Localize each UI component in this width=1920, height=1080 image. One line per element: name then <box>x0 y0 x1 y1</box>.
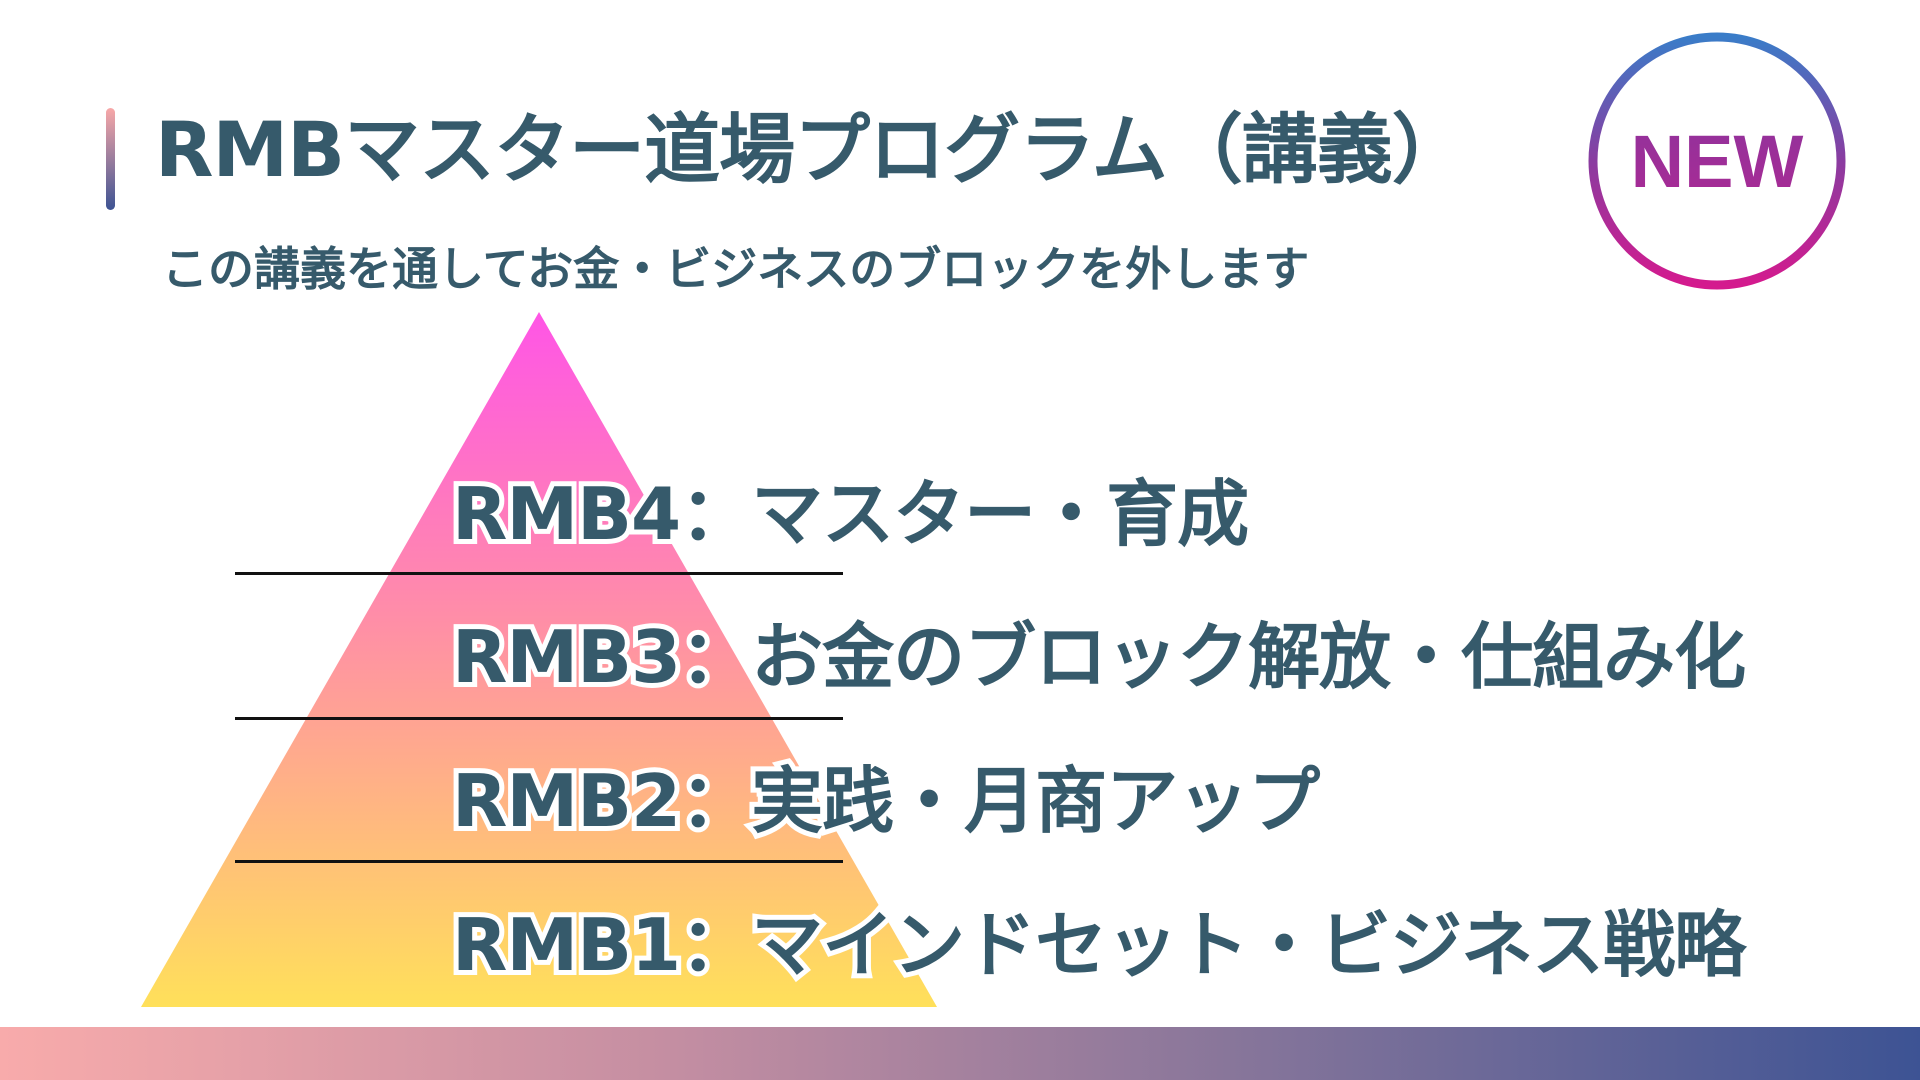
page-subtitle: この講義を通してお金・ビジネスのブロックを外します <box>162 242 1310 296</box>
pyramid-divider <box>235 572 843 575</box>
pyramid-level-4: RMB4：マスター・育成 <box>447 472 1254 556</box>
pyramid-level-1: RMB1：マインドセット・ビジネス戦略 <box>447 903 1751 987</box>
footer-gradient-bar <box>0 1027 1920 1080</box>
new-badge: NEW <box>1588 32 1846 290</box>
page-title: RMBマスター道場プログラム（講義） <box>155 105 1468 194</box>
pyramid-level-3: RMB3：お金のブロック解放・仕組み化 <box>447 615 1751 699</box>
title-accent-bar <box>106 108 115 210</box>
pyramid-level-2: RMB2：実践・月商アップ <box>447 759 1325 843</box>
pyramid-divider <box>235 860 843 863</box>
pyramid-divider <box>235 717 843 720</box>
new-badge-circle <box>1588 32 1846 290</box>
pyramid-triangle <box>141 312 937 1007</box>
